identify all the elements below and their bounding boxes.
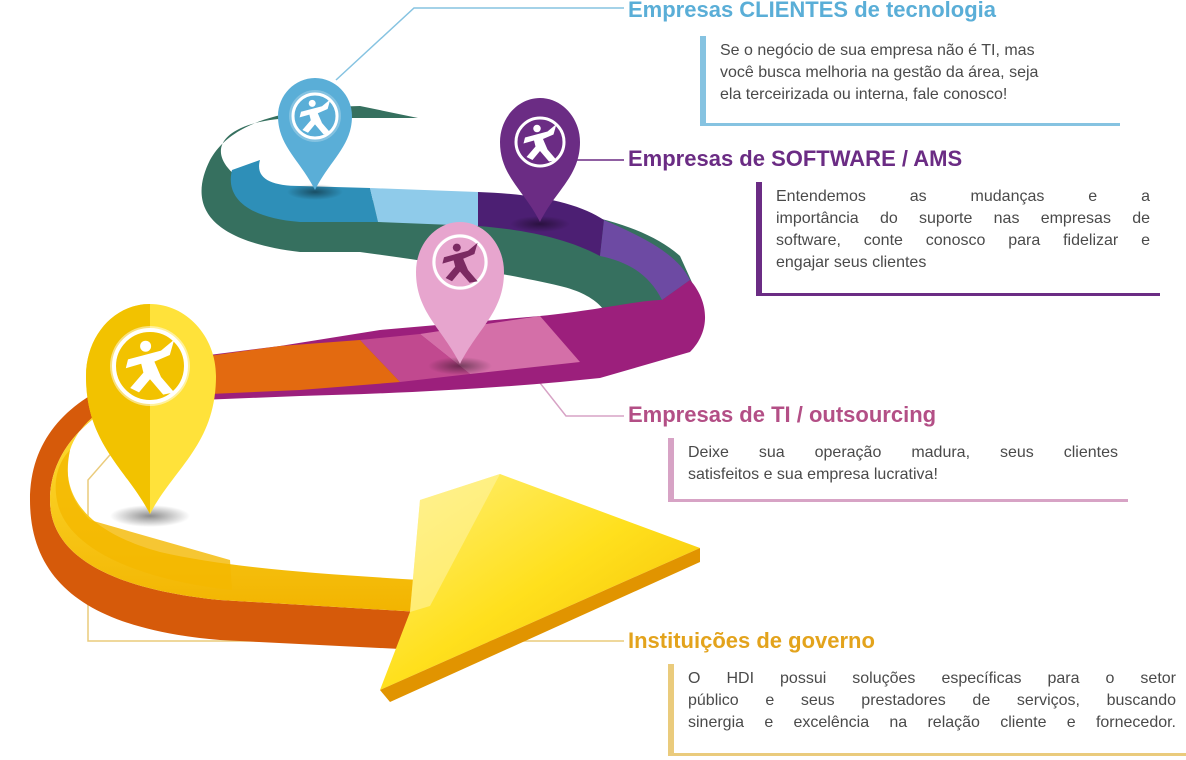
runner-icon (523, 124, 557, 162)
pin-software (500, 98, 580, 232)
text-box-clientes: Se o negócio de sua empresa não é TI, ma… (700, 36, 1120, 126)
title-governo: Instituições de governo (628, 628, 875, 653)
text-software-line-2: importância do suporte nas empresas de (776, 210, 1150, 227)
text-box-software: Entendemos as mudanças e a importância d… (756, 182, 1160, 296)
text-software-line-4: engajar seus clientes (776, 254, 927, 271)
runner-icon (125, 339, 175, 395)
title-software: Empresas de SOFTWARE / AMS (628, 146, 963, 171)
road-band-bottom (30, 370, 420, 650)
text-software-line-3: software, conte conosco para fidelizar e (776, 232, 1150, 249)
text-clientes-line-3: ela terceirizada ou interna, fale conosc… (720, 86, 1008, 103)
title-clientes: Empresas CLIENTES de tecnologia (628, 0, 996, 22)
text-clientes-line-1: Se o negócio de sua empresa não é TI, ma… (720, 42, 1035, 59)
title-outsourcing: Empresas de TI / outsourcing (628, 402, 937, 427)
text-box-governo: O HDI possui soluções específicas para o… (668, 664, 1186, 756)
text-governo-line-2: público e seus prestadores de serviços, … (688, 692, 1176, 709)
text-governo-line-3: sinergia e excelência na relação cliente… (688, 714, 1176, 731)
connector-clientes (335, 7, 624, 81)
text-outsourcing-line-1: Deixe sua operação madura, seus clientes (688, 444, 1118, 461)
text-clientes-line-2: você busca melhoria na gestão da área, s… (720, 64, 1039, 81)
text-software-line-1: Entendemos as mudanças e a (776, 188, 1150, 205)
pin-clientes (278, 78, 352, 200)
text-governo-line-1: O HDI possui soluções específicas para o… (688, 670, 1176, 687)
text-outsourcing-line-2: satisfeitos e sua empresa lucrativa! (688, 466, 938, 483)
runner-icon (299, 99, 331, 135)
pin-governo (86, 304, 216, 527)
runner-icon (442, 242, 478, 283)
pin-outsourcing (416, 222, 504, 375)
text-box-outsourcing: Deixe sua operação madura, seus clientes… (668, 438, 1128, 502)
